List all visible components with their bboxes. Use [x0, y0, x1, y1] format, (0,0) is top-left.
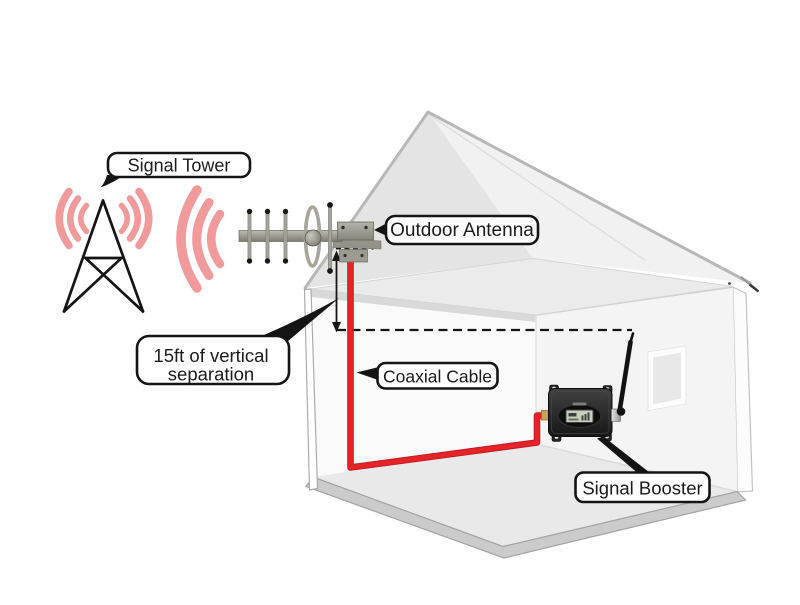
ceiling-plane — [310, 257, 734, 316]
separation-label-box — [135, 334, 291, 386]
separation-label-line1: 15ft of vertical — [153, 345, 268, 366]
outdoor-antenna-label-text: Outdoor Antenna — [390, 220, 534, 241]
signal-booster-label-leader — [597, 436, 652, 478]
lattice-signal-tower-icon — [62, 199, 145, 313]
radio-waves-right-icon — [118, 187, 153, 250]
signal-tower-label: Signal Tower — [100, 151, 252, 188]
booster-antenna-tip — [629, 332, 635, 344]
floor-slab-rim — [305, 476, 747, 559]
coaxial-cable-label-text: Coaxial Cable — [383, 367, 492, 387]
eave-dot — [728, 282, 731, 285]
booster-bevel — [551, 391, 610, 434]
antenna-mount-bracket — [337, 221, 374, 263]
exterior-right-wall-edge — [732, 286, 754, 493]
left-wall-cut-edge — [303, 288, 319, 491]
antenna-boom — [238, 230, 343, 242]
separation-label: 15ft of vertical separation — [135, 298, 339, 386]
booster-brand-mark — [572, 402, 587, 406]
window-pane — [653, 352, 681, 405]
signal-booster-label-text: Signal Booster — [582, 478, 702, 499]
coaxial-cable-label: Coaxial Cable — [356, 361, 499, 390]
window — [647, 345, 687, 411]
cable-core — [348, 256, 546, 470]
booster-antenna — [617, 339, 633, 411]
antenna-hub — [304, 229, 322, 247]
interior-right-wall — [536, 287, 738, 492]
signal-booster-label-box — [574, 471, 711, 504]
outdoor-antenna-label-box — [384, 214, 540, 246]
coaxial-cable-label-tail — [356, 366, 381, 381]
signal-tower-label-box — [106, 151, 252, 179]
coaxial-cable-label-box — [376, 361, 499, 390]
radio-waves-incoming-icon — [176, 185, 225, 293]
arrow-head-down — [332, 322, 341, 333]
antenna-elements — [246, 202, 333, 274]
separation-label-line2: separation — [168, 364, 254, 385]
arrow-head-up — [332, 250, 341, 261]
signal-booster-label: Signal Booster — [574, 436, 711, 504]
floor-plane — [313, 444, 737, 547]
signal-booster-device-icon — [548, 332, 635, 442]
ceiling-slab-edge — [311, 289, 536, 322]
outdoor-antenna-label: Outdoor Antenna — [374, 214, 540, 246]
signal-tower-label-text: Signal Tower — [128, 156, 231, 176]
roof-fold-line — [427, 113, 646, 261]
yagi-antenna-icon — [238, 202, 382, 274]
radio-waves-left-icon — [55, 187, 90, 250]
booster-lcd-segments — [568, 412, 590, 421]
eave-tip — [748, 283, 760, 293]
